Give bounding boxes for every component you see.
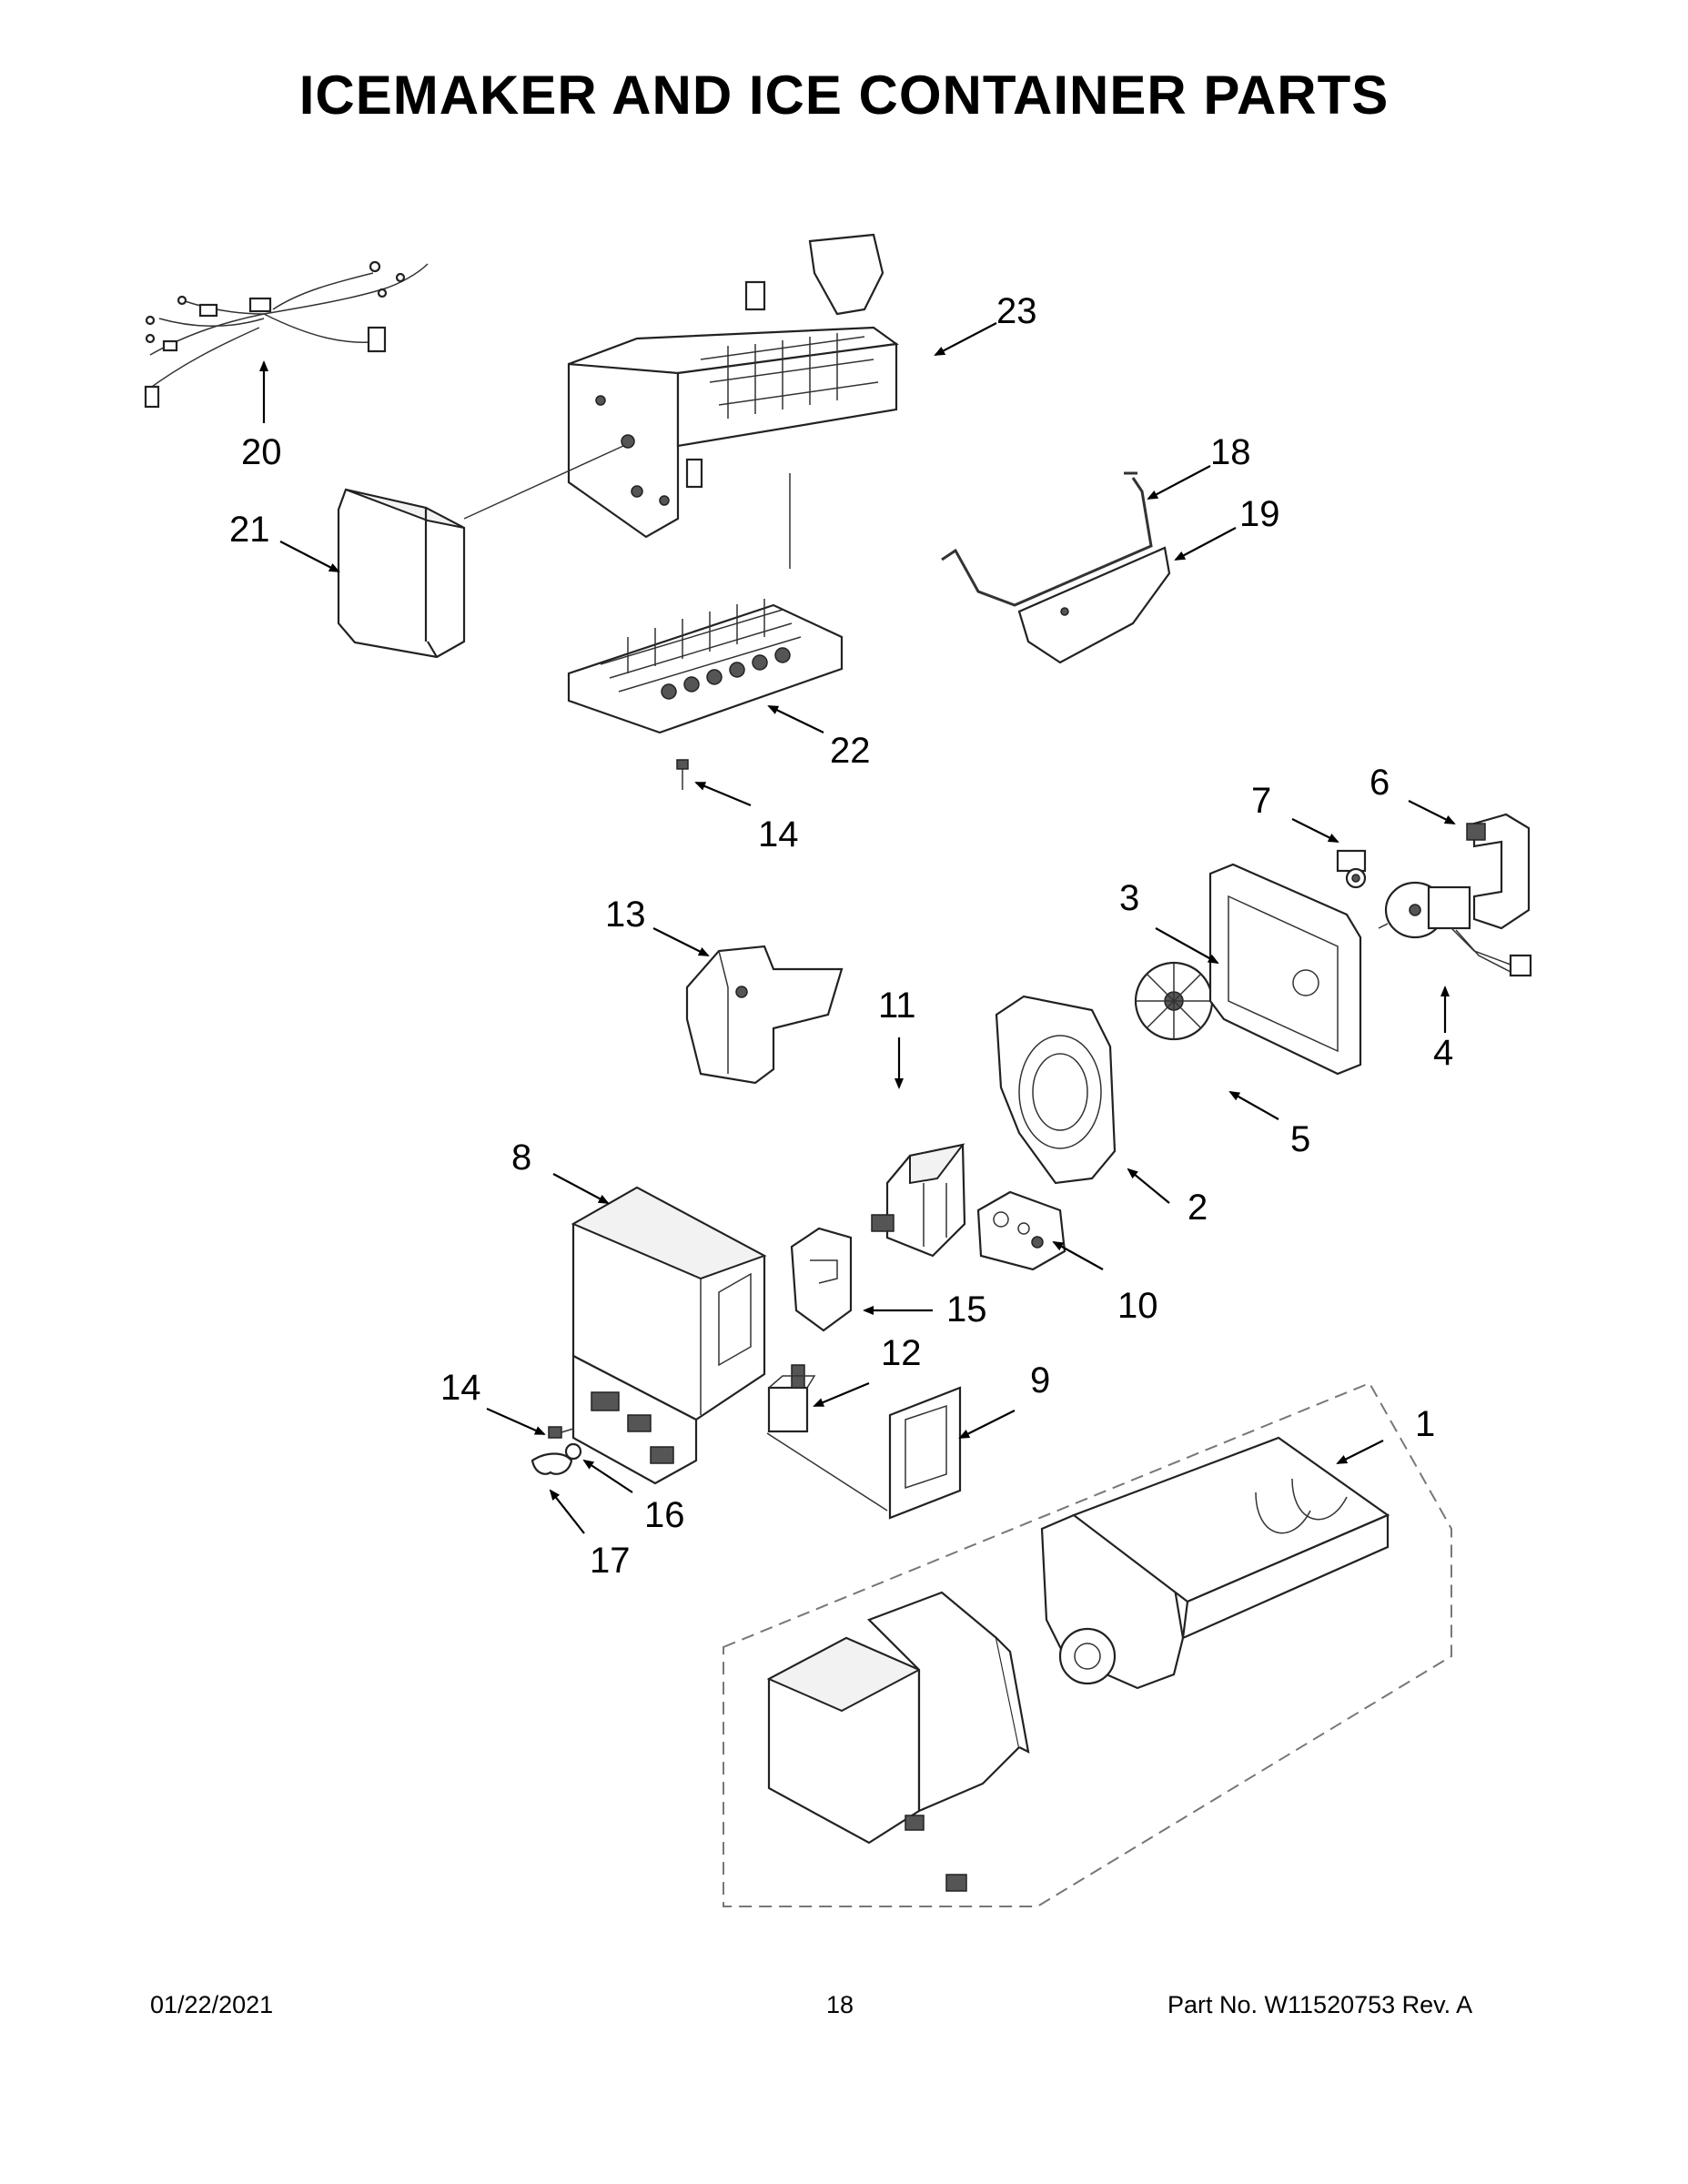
screw-part-bottom [548, 1426, 574, 1439]
ice-tray-part [567, 599, 844, 734]
callout-13: 13 [605, 895, 646, 935]
fan-blade-part [1134, 961, 1214, 1041]
callout-20: 20 [241, 432, 282, 472]
auger-motor-housing-part [871, 1143, 966, 1258]
callout-14: 14 [440, 1368, 481, 1408]
washer-part [564, 1442, 582, 1461]
callout-12: 12 [881, 1333, 922, 1373]
callout-23: 23 [996, 291, 1037, 331]
callout-14-top: 14 [758, 814, 799, 854]
shutoff-flap-part [1017, 546, 1171, 664]
clip-part [531, 1452, 573, 1475]
ice-container-part [766, 1436, 1390, 1892]
callout-8: 8 [511, 1138, 531, 1178]
chute-deflector-part [685, 945, 844, 1085]
fan-housing-part [995, 995, 1117, 1185]
dispenser-housing-part [571, 1186, 767, 1485]
callout-18: 18 [1210, 432, 1251, 472]
solenoid-part [766, 1364, 888, 1512]
icemaker-assembly-part [567, 233, 899, 539]
callout-10: 10 [1117, 1286, 1158, 1326]
shutoff-arm-part [941, 471, 1153, 607]
cover-plate-part [888, 1386, 962, 1520]
callout-7: 7 [1251, 781, 1271, 821]
screw-part-top [676, 759, 689, 790]
callout-6: 6 [1370, 763, 1390, 803]
callout-4: 4 [1433, 1033, 1453, 1073]
callout-17: 17 [590, 1541, 631, 1581]
callout-9: 9 [1030, 1360, 1050, 1400]
callout-labels: 1 2 3 4 5 6 7 8 9 10 11 12 13 14 15 16 1… [229, 291, 1453, 1581]
callout-1: 1 [1415, 1404, 1435, 1444]
callout-19: 19 [1239, 494, 1280, 534]
callout-21: 21 [229, 510, 270, 550]
icemaker-cover-part [337, 488, 466, 659]
callout-5: 5 [1290, 1119, 1310, 1159]
ice-container-outline [723, 1381, 1452, 1907]
callout-16: 16 [644, 1495, 685, 1535]
callout-15: 15 [946, 1289, 987, 1330]
auger-motor-part [976, 1190, 1066, 1271]
thermistor-part [1336, 849, 1367, 889]
callout-3: 3 [1119, 878, 1139, 918]
wire-harness-part [144, 260, 429, 409]
bracket-part [790, 1227, 853, 1332]
footer-part-number: Part No. W11520753 Rev. A [1167, 1991, 1473, 2018]
footer-date: 01/22/2021 [150, 1991, 274, 2018]
fan-motor-part [1378, 881, 1532, 977]
footer-page-number: 18 [826, 1991, 854, 2018]
callout-22: 22 [830, 731, 871, 771]
callout-11: 11 [878, 986, 916, 1026]
leader-lines [259, 322, 1456, 1534]
fan-shroud-part [1208, 863, 1362, 1076]
page-title: ICEMAKER AND ICE CONTAINER PARTS [298, 65, 1390, 126]
motor-bracket-part [1466, 813, 1531, 930]
callout-2: 2 [1188, 1188, 1208, 1228]
